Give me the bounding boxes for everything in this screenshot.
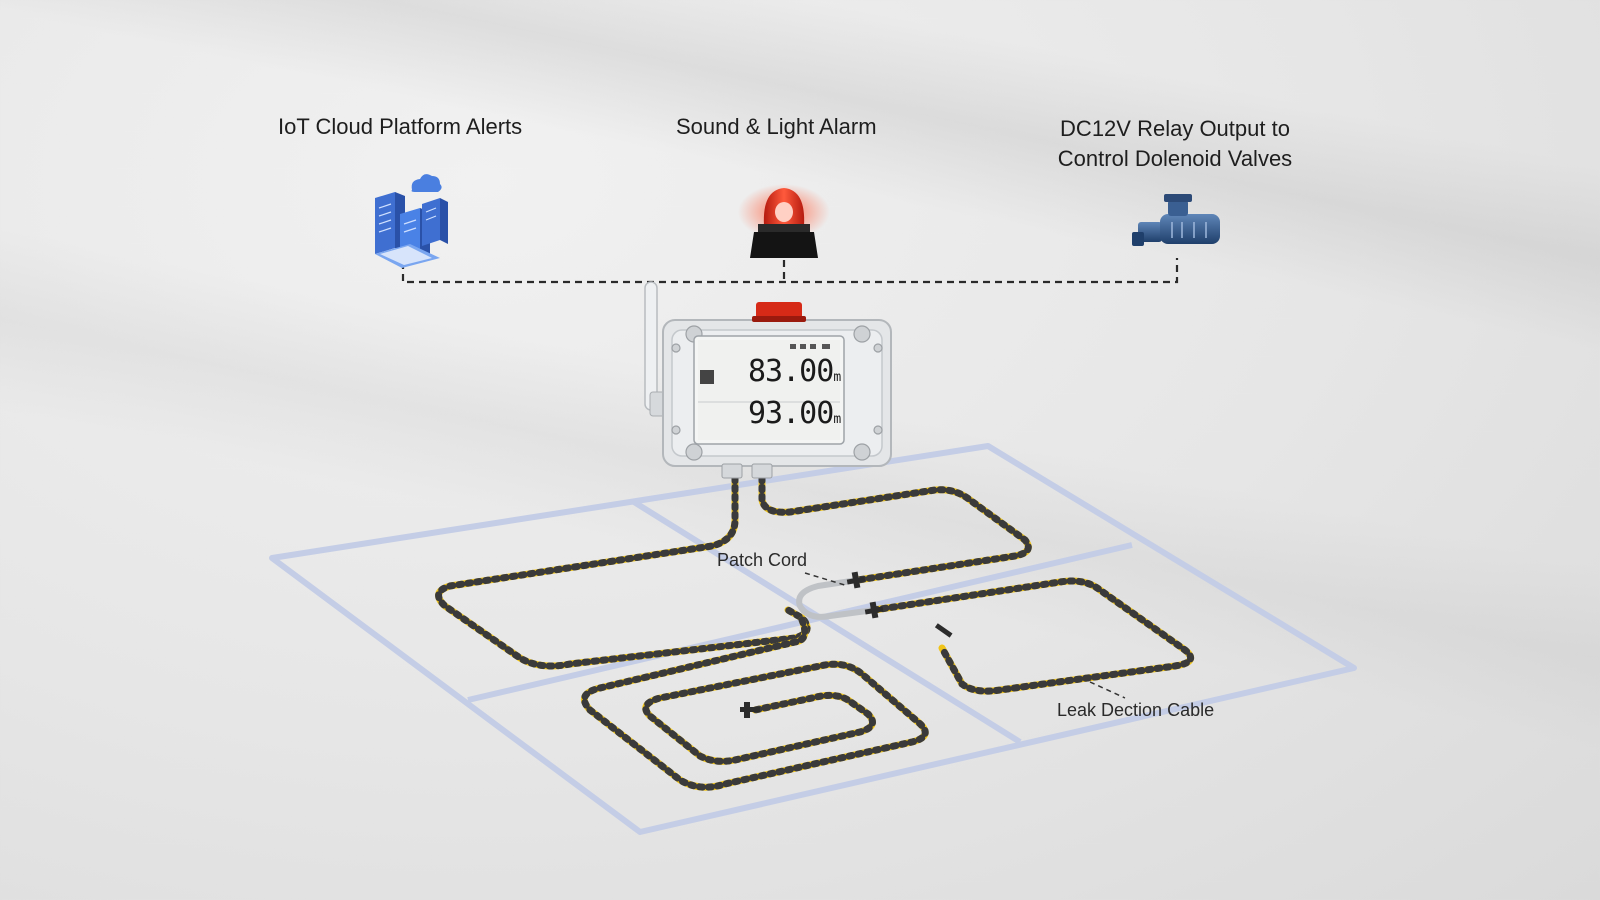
relay-output-line-2: Control Dolenoid Valves (1057, 146, 1293, 171)
leak-cable-leader (1089, 681, 1126, 699)
cable-spiral-stripes (580, 616, 929, 791)
floor-grid (269, 443, 1357, 835)
alarm-label: Sound & Light Alarm (676, 114, 877, 139)
patch-cord (796, 577, 877, 620)
lcd-reading-1: 83.00m (748, 354, 841, 389)
relay-output-label: DC12V Relay Output to Control Dolenoid V… (1040, 114, 1310, 174)
cable-right-upper-stripes (758, 474, 1032, 584)
cable-right-lower (870, 577, 1195, 695)
cable-connectors (740, 571, 953, 718)
patch-cord-leader (804, 572, 849, 587)
leak-cable-label: Leak Dection Cable (1057, 700, 1215, 720)
cloud-server-icon (375, 174, 448, 268)
leak-controller-device (644, 281, 892, 479)
solenoid-valve-icon (1132, 194, 1220, 246)
antenna-icon (644, 281, 667, 417)
lcd-reading-2: 93.00m (748, 396, 841, 431)
cloud-alerts-label: IoT Cloud Platform Alerts (278, 114, 523, 139)
reading-2-value: 93.00 (748, 396, 834, 431)
alarm-beacon-icon (738, 184, 830, 258)
leak-detection-cable (435, 474, 1195, 791)
connection-lines (401, 258, 1179, 284)
reading-2-unit: m (833, 412, 841, 427)
reading-1-unit: m (833, 370, 841, 385)
relay-output-line-1: DC12V Relay Output to (1060, 116, 1290, 141)
reading-1-value: 83.00 (748, 354, 834, 389)
cable-right-lower-stripes (870, 577, 1195, 695)
patch-cord-label: Patch Cord (717, 550, 808, 570)
